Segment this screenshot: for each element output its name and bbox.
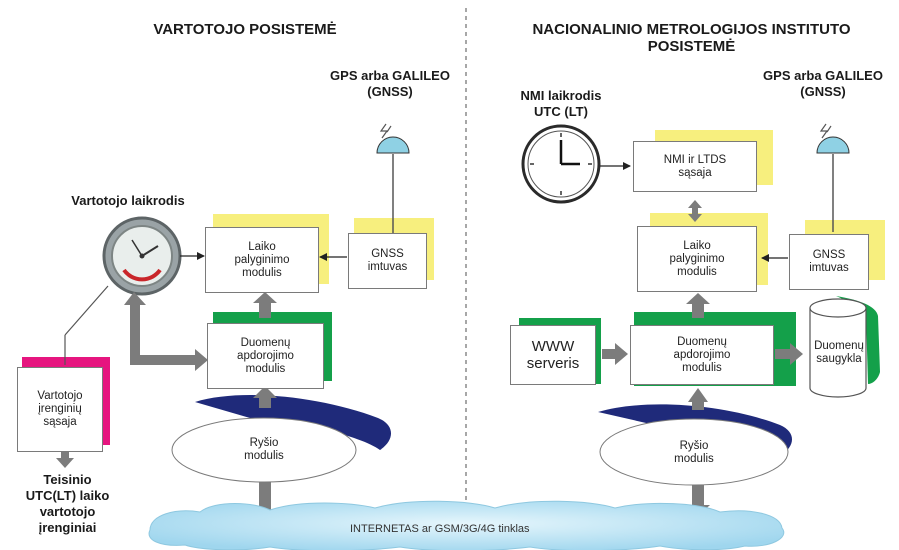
iface-line-2 — [64, 285, 109, 336]
www-server-box: WWW serveris — [510, 325, 596, 385]
comm-ellipse-left — [171, 417, 357, 483]
network-label: INTERNETAS ar GSM/3G/4G tinklas — [350, 523, 530, 535]
gnss-receiver-left: GNSS imtuvas — [348, 233, 427, 289]
processing-clock-arrow — [124, 292, 208, 371]
processing-module-right: Duomenų apdorojimo modulis — [630, 325, 774, 385]
processing-storage-arrow — [775, 343, 803, 365]
storage-shadow — [836, 296, 880, 384]
nmi-interface-box: NMI ir LTDS sąsaja — [633, 141, 757, 192]
right-subsystem-title: NACIONALINIO METROLOGIJOS INSTITUTO POSI… — [532, 21, 851, 55]
gnss-dish-left — [376, 136, 410, 154]
signal-icon-right — [819, 123, 832, 139]
storage-cylinder — [809, 308, 867, 398]
comparison-module-right: Laiko palyginimo modulis — [637, 226, 757, 292]
processing-module-left: Duomenų apdorojimo modulis — [207, 323, 324, 389]
comm-to-processing-arrow — [253, 386, 277, 408]
devices-label: Teisinio UTC(LT) laiko vartotojo įrengin… — [25, 472, 110, 535]
left-subsystem-title: VARTOTOJO POSISTEMĖ — [153, 21, 337, 38]
comparison-module-left: Laiko palyginimo modulis — [205, 227, 319, 293]
comm-module-left: Ryšio modulis — [244, 437, 284, 462]
network-cloud — [148, 500, 785, 550]
comm-shadow-right — [598, 404, 792, 456]
device-interface-box: Vartotojo įrenginių sąsaja — [17, 367, 103, 452]
comm-ellipse-right — [599, 418, 789, 486]
iface-to-devices-arrow — [56, 447, 74, 468]
www-processing-arrow — [602, 343, 628, 365]
comm-module-right: Ryšio modulis — [674, 440, 714, 465]
user-clock-label: Vartotojo laikrodis — [71, 193, 185, 208]
gnss-dish-right — [816, 136, 850, 154]
processing-to-compare-arrow-right — [686, 293, 710, 318]
nmi-clock-label: NMI laikrodis UTC (LT) — [520, 88, 602, 119]
gnss-source-label-left: GPS arba GALILEO (GNSS) — [330, 68, 450, 99]
processing-to-compare-arrow — [253, 292, 277, 318]
signal-icon-left — [379, 123, 392, 139]
storage-label: Duomenų saugykla — [814, 340, 864, 365]
gnss-receiver-right: GNSS imtuvas — [789, 234, 869, 290]
comm-processing-arrow-right — [688, 388, 708, 410]
gnss-source-label-right: GPS arba GALILEO (GNSS) — [763, 68, 883, 99]
nmi-compare-arrow — [688, 200, 702, 222]
